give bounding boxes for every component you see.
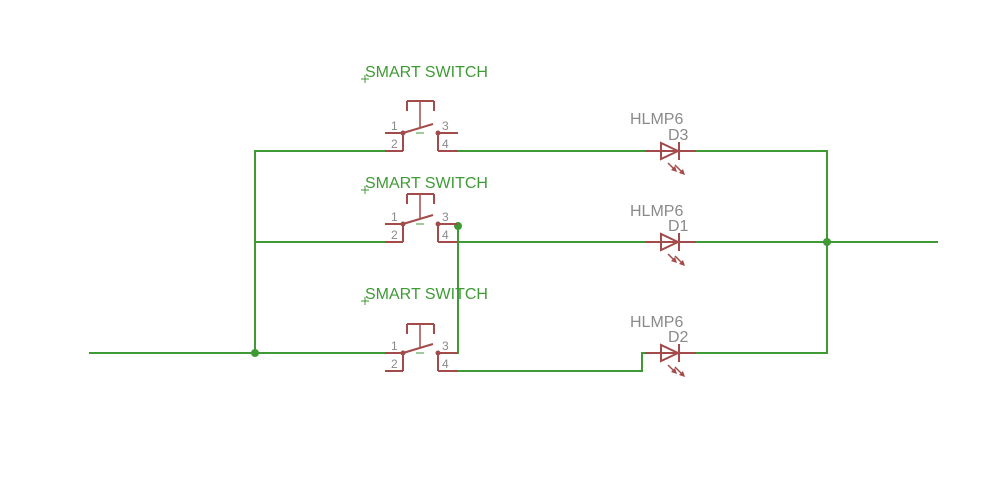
pin-label: 1 bbox=[391, 119, 398, 133]
pin-label: 4 bbox=[442, 357, 449, 371]
pin-label: 3 bbox=[442, 339, 449, 353]
wire-sw3-to-d2 bbox=[457, 352, 646, 372]
led-d2[interactable]: HLMP6 D2 bbox=[630, 314, 696, 377]
pin-label: 4 bbox=[442, 228, 449, 242]
switch-body bbox=[385, 323, 458, 372]
junction-dot bbox=[823, 238, 831, 246]
pin-label: 1 bbox=[391, 339, 398, 353]
pin-label: 2 bbox=[391, 137, 398, 151]
pin-label: 2 bbox=[391, 228, 398, 242]
led-name-label: D2 bbox=[668, 329, 689, 346]
switch-label: SMART SWITCH bbox=[365, 286, 488, 303]
pin-label: 1 bbox=[391, 210, 398, 224]
led-d3[interactable]: HLMP6 D3 bbox=[630, 111, 696, 175]
switch-s2[interactable]: SMART SWITCH 1 2 3 4 bbox=[361, 175, 488, 243]
pin-label: 4 bbox=[442, 137, 449, 151]
pin-label: 3 bbox=[442, 119, 449, 133]
pin-label: 3 bbox=[442, 210, 449, 224]
switch-s1[interactable]: SMART SWITCH 1 2 3 4 bbox=[361, 64, 488, 152]
led-symbol bbox=[645, 232, 696, 266]
switch-label: SMART SWITCH bbox=[365, 175, 488, 192]
pin-label: 2 bbox=[391, 357, 398, 371]
led-name-label: D3 bbox=[668, 127, 689, 144]
led-symbol bbox=[645, 343, 696, 377]
led-value-label: HLMP6 bbox=[630, 203, 683, 220]
switch-label: SMART SWITCH bbox=[365, 64, 488, 81]
led-value-label: HLMP6 bbox=[630, 111, 683, 128]
led-symbol bbox=[645, 141, 696, 175]
led-value-label: HLMP6 bbox=[630, 314, 683, 331]
junction-dot bbox=[251, 349, 259, 357]
switch-body bbox=[385, 100, 458, 152]
led-name-label: D1 bbox=[668, 218, 689, 235]
wires bbox=[89, 150, 938, 372]
led-d1[interactable]: HLMP6 D1 bbox=[630, 203, 696, 266]
switch-s3[interactable]: SMART SWITCH 1 2 3 4 bbox=[361, 286, 488, 372]
switch-body bbox=[385, 193, 458, 243]
